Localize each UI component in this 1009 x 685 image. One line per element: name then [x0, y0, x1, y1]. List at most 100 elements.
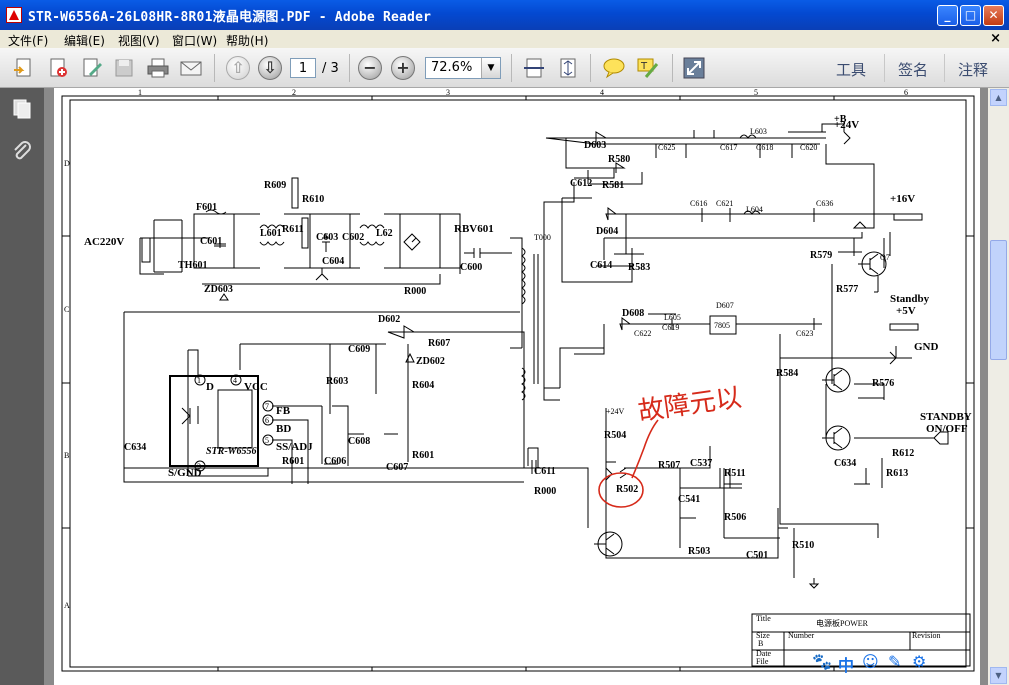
- label-r503: R503: [688, 546, 710, 557]
- zoom-in-icon[interactable]: +: [391, 56, 415, 80]
- label-r611: R611: [282, 224, 304, 235]
- create-pdf-icon[interactable]: [46, 56, 70, 80]
- label-r579: R579: [810, 250, 832, 261]
- close-document-icon[interactable]: ×: [990, 31, 1001, 46]
- label-r601-right: R601: [412, 450, 434, 461]
- label-c607: C607: [386, 462, 408, 473]
- label-pin-bd: BD: [276, 423, 291, 435]
- scroll-down-icon[interactable]: ▼: [990, 667, 1007, 684]
- label-r603: R603: [326, 376, 348, 387]
- menu-edit[interactable]: 编辑(E): [64, 34, 105, 48]
- label-c620: C620: [800, 143, 817, 152]
- ruler-top-1: 1: [138, 88, 142, 97]
- label-on-off: ON/OFF: [926, 423, 968, 435]
- menu-view[interactable]: 视图(V): [118, 34, 160, 48]
- attachments-icon[interactable]: [11, 140, 33, 162]
- label-c636: C636: [816, 199, 833, 208]
- label-r577: R577: [836, 284, 858, 295]
- tools-tab[interactable]: 工具: [836, 61, 867, 79]
- label-c616: C616: [690, 199, 707, 208]
- pdf-page: AC220V F601 TH601 C601 L601 R609 R610 R6…: [54, 88, 980, 685]
- label-c609: C609: [348, 344, 370, 355]
- gear-icon[interactable]: ⚙: [912, 652, 927, 671]
- toolbar-separator: [672, 54, 673, 82]
- label-r000-bottom: R000: [534, 486, 556, 497]
- label-c606: C606: [324, 456, 346, 467]
- fit-width-icon[interactable]: [522, 56, 546, 80]
- previous-page-icon[interactable]: ⇧: [226, 56, 250, 80]
- label-c621: C621: [716, 199, 733, 208]
- maximize-button[interactable]: □: [960, 5, 981, 26]
- toolbar-separator: [884, 54, 885, 82]
- save-icon[interactable]: [112, 56, 136, 80]
- label-l603: L603: [750, 127, 767, 136]
- label-plus24v: +24V: [834, 119, 859, 131]
- label-24v-small: +24V: [606, 407, 625, 416]
- vertical-scrollbar[interactable]: ▲ ▼: [988, 88, 1009, 685]
- label-r607: R607: [428, 338, 450, 349]
- label-d608: D608: [622, 308, 644, 319]
- label-pin-s-gnd: S/GND: [168, 467, 202, 479]
- label-r601-left: R601: [282, 456, 304, 467]
- emoji-icon[interactable]: ☺: [862, 652, 879, 671]
- label-c537: C537: [690, 458, 712, 469]
- fullscreen-icon[interactable]: [682, 56, 706, 80]
- handwriting-icon[interactable]: ✎: [888, 652, 902, 671]
- label-c634-left: C634: [124, 442, 146, 453]
- scroll-thumb[interactable]: [990, 240, 1007, 360]
- ruler-top-4: 4: [600, 88, 604, 97]
- zoom-select[interactable]: 72.6% ▼: [425, 57, 501, 79]
- zoom-value: 72.6%: [431, 60, 473, 75]
- scroll-up-icon[interactable]: ▲: [990, 89, 1007, 106]
- page-thumbnails-icon[interactable]: [11, 98, 33, 120]
- chevron-down-icon[interactable]: ▼: [481, 58, 500, 78]
- label-pin3: 3: [197, 462, 201, 471]
- label-r584: R584: [776, 368, 798, 379]
- paw-icon[interactable]: 🐾: [812, 652, 832, 671]
- comment-tab[interactable]: 注释: [958, 61, 989, 79]
- menu-help[interactable]: 帮助(H): [226, 34, 269, 48]
- label-d602: D602: [378, 314, 400, 325]
- label-q7: Q7: [880, 253, 890, 262]
- minimize-button[interactable]: _: [937, 5, 958, 26]
- ime-language-toggle[interactable]: 中: [838, 656, 855, 675]
- label-th601: TH601: [178, 260, 207, 271]
- menu-file[interactable]: 文件(F): [8, 34, 49, 48]
- label-c622: C622: [634, 329, 651, 338]
- titleblock-revision-key: Revision: [912, 631, 940, 640]
- label-plus-b: +B: [834, 114, 847, 125]
- label-c623: C623: [796, 329, 813, 338]
- menu-window[interactable]: 窗口(W): [172, 34, 218, 48]
- label-c611: C611: [534, 466, 556, 477]
- print-icon[interactable]: [146, 56, 170, 80]
- titleblock-size-value: B: [758, 639, 763, 648]
- page-number-input[interactable]: 1: [290, 58, 316, 78]
- email-icon[interactable]: [179, 56, 203, 80]
- toolbar: ⇧ ⇩ 1 / 3 − + 72.6% ▼ T 工具 签名 注释: [0, 48, 1009, 88]
- label-d607: D607: [716, 301, 734, 310]
- zoom-out-icon[interactable]: −: [358, 56, 382, 80]
- document-area[interactable]: AC220V F601 TH601 C601 L601 R609 R610 R6…: [44, 88, 988, 685]
- label-r612: R612: [892, 448, 914, 459]
- ruler-top-6: 6: [904, 88, 908, 97]
- sign-tab[interactable]: 签名: [898, 61, 929, 79]
- label-c608: C608: [348, 436, 370, 447]
- comment-icon[interactable]: [602, 56, 626, 80]
- label-f601: F601: [196, 202, 217, 213]
- close-button[interactable]: ✕: [983, 5, 1004, 26]
- ruler-left-b: B: [64, 451, 69, 460]
- ruler-left-d: D: [64, 159, 70, 168]
- label-zd603: ZD603: [204, 284, 233, 295]
- label-c541: C541: [678, 494, 700, 505]
- label-r504: R504: [604, 430, 626, 441]
- highlight-icon[interactable]: T: [636, 56, 660, 80]
- edit-document-icon[interactable]: [80, 56, 104, 80]
- label-standby: Standby: [890, 293, 930, 305]
- fit-page-icon[interactable]: [556, 56, 580, 80]
- next-page-icon[interactable]: ⇩: [258, 56, 282, 80]
- label-pin-fb: FB: [276, 405, 291, 417]
- label-c501: C501: [746, 550, 768, 561]
- label-pin4: 4: [233, 376, 237, 385]
- label-c619: C619: [662, 323, 679, 332]
- open-file-icon[interactable]: [12, 56, 36, 80]
